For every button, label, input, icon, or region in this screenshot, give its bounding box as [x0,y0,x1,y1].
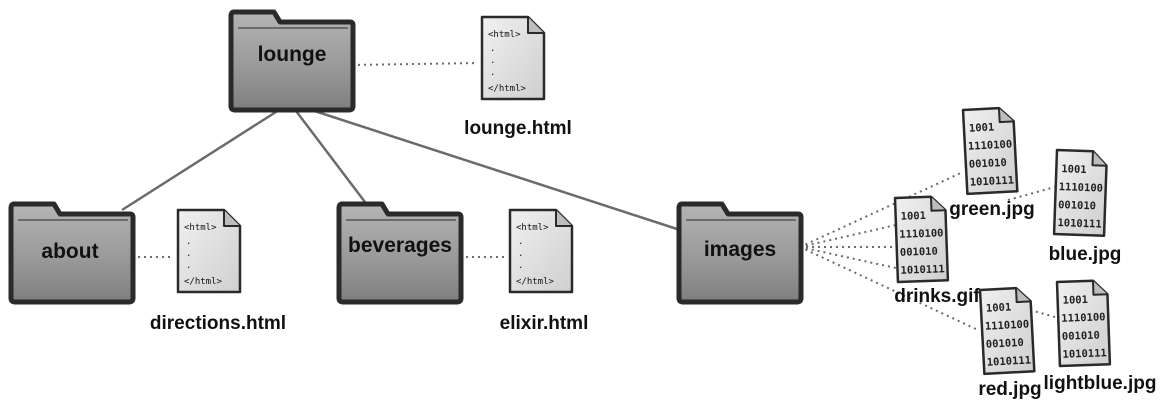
html-document-icon: <html> . . . </html> [176,208,242,294]
file-label-blue-jpg: blue.jpg [1049,244,1122,265]
folder-label-about: about [41,240,98,263]
binary-line-4: 1010111 [900,263,945,277]
binary-line-1: 1001 [969,121,995,134]
html-ellipsis-3: . [518,261,523,271]
image-file-icon: 1001 1110100 001010 1010111 [978,286,1036,376]
html-ellipsis-2: . [518,249,523,259]
html-ellipsis-2: . [186,249,191,259]
html-ellipsis-3: . [186,261,191,271]
folder-label-images: images [704,238,776,261]
binary-line-2: 1110100 [1058,181,1103,195]
folder-label-beverages: beverages [348,234,452,257]
binary-line-3: 001010 [986,337,1025,351]
file-lounge-html[interactable]: <html> . . . </html> [480,15,546,101]
file-red-jpg[interactable]: 1001 1110100 001010 1010111 [978,286,1036,376]
file-drinks-gif[interactable]: 1001 1110100 001010 1010111 [893,195,950,284]
binary-line-4: 1010111 [987,354,1032,368]
binary-line-4: 1010111 [970,174,1015,188]
file-label-lightblue-jpg: lightblue.jpg [1044,373,1157,394]
folder-connectors [121,101,681,232]
connector-lounge-about [121,101,291,212]
html-close-tag: </html> [488,84,527,94]
folder-about[interactable]: about [11,204,133,302]
html-ellipsis-1: . [186,237,191,247]
html-document-icon: <html> . . . </html> [508,208,574,294]
file-lightblue-jpg[interactable]: 1001 1110100 001010 1010111 [1055,279,1112,368]
binary-line-1: 1001 [1062,294,1088,307]
binary-line-3: 001010 [900,246,938,259]
binary-line-4: 1010111 [1062,347,1107,361]
connector-images-red [799,246,979,331]
html-ellipsis-1: . [490,44,495,54]
connector-green-blue [1007,186,1056,201]
file-label-elixir-html: elixir.html [500,313,589,334]
connector-red-lightblue [1029,309,1056,318]
file-directions-html[interactable]: <html> . . . </html> [176,208,242,294]
file-label-lounge-html: lounge.html [464,118,572,139]
html-document-icon: <html> . . . </html> [480,15,546,101]
image-file-icon: 1001 1110100 001010 1010111 [1055,279,1112,368]
file-label-green-jpg: green.jpg [949,199,1035,220]
binary-line-3: 001010 [1062,330,1100,343]
file-connectors [132,62,1056,331]
binary-line-2: 1110100 [968,138,1013,152]
folder-lounge[interactable]: lounge [231,12,353,110]
image-file-icon: 1001 1110100 001010 1010111 [961,106,1019,196]
html-ellipsis-3: . [490,68,495,78]
binary-line-2: 1110100 [985,318,1030,332]
html-ellipsis-2: . [490,56,495,66]
html-open-tag: <html> [488,30,521,40]
file-green-jpg[interactable]: 1001 1110100 001010 1010111 [961,106,1019,196]
binary-line-3: 001010 [969,157,1008,171]
folder-label-lounge: lounge [258,43,327,66]
connector-images-drinks-top [799,224,897,248]
html-ellipsis-1: . [518,237,523,247]
html-open-tag: <html> [516,223,549,233]
binary-line-4: 1010111 [1057,217,1102,231]
binary-line-1: 1001 [900,210,926,223]
connector-lounge-beverages [289,102,372,211]
file-blue-jpg[interactable]: 1001 1110100 001010 1010111 [1052,148,1109,237]
binary-line-3: 001010 [1058,199,1096,212]
folder-beverages[interactable]: beverages [339,204,461,302]
binary-line-2: 1110100 [899,227,944,241]
folder-images[interactable]: images [679,204,801,302]
file-label-drinks-gif: drinks.gif [894,286,980,307]
binary-line-2: 1110100 [1061,311,1106,325]
connector-lounge-html [351,62,479,66]
connector-lounge-images [289,101,681,232]
image-file-icon: 1001 1110100 001010 1010111 [893,195,950,284]
html-close-tag: </html> [516,277,555,287]
file-label-red-jpg: red.jpg [978,379,1041,400]
connector-images-drinks-low [799,246,897,269]
file-label-directions-html: directions.html [150,313,286,334]
image-file-icon: 1001 1110100 001010 1010111 [1052,148,1109,237]
html-open-tag: <html> [184,223,217,233]
binary-line-1: 1001 [986,301,1012,314]
file-elixir-html[interactable]: <html> . . . </html> [508,208,574,294]
binary-line-1: 1001 [1061,163,1087,176]
html-close-tag: </html> [184,277,223,287]
